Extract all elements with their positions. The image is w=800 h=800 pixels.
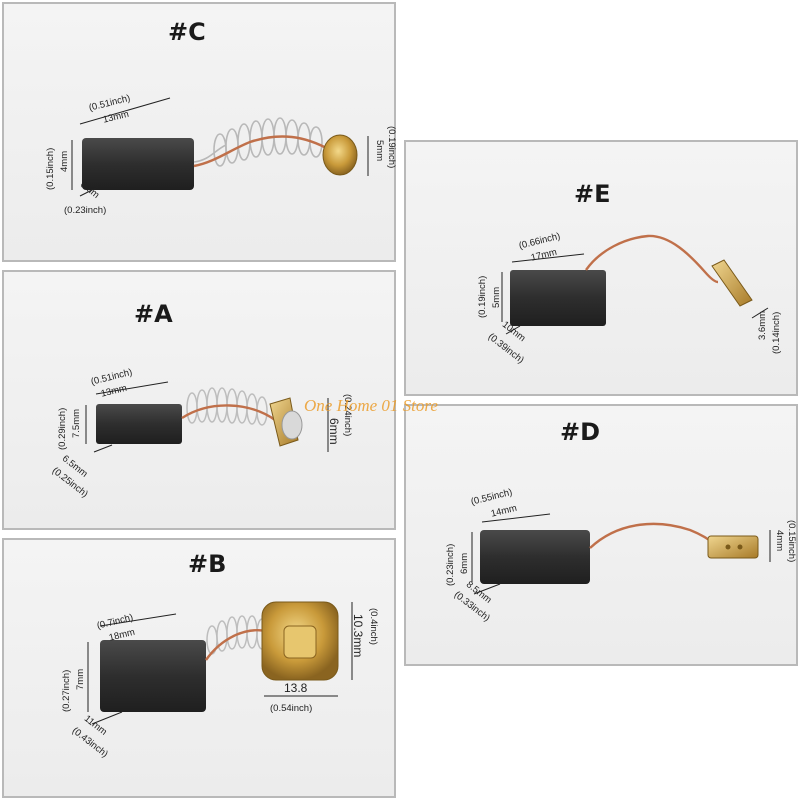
e-height-inch: (0.19inch): [477, 275, 488, 318]
e-terminal-inch: (0.14inch): [771, 311, 782, 354]
d-terminal-mm: 4mm: [774, 530, 785, 552]
b-terminal-inch: (0.4inch): [368, 608, 379, 645]
panel-d: [404, 404, 798, 666]
e-terminal-mm: 3.6mm: [757, 310, 768, 340]
store-watermark: One Home 01 Store: [304, 396, 438, 415]
panel-e: [404, 140, 798, 396]
c-height-mm: 4mm: [59, 150, 70, 172]
b-height-mm: 7mm: [75, 668, 86, 690]
d-terminal-inch: (0.15inch): [786, 520, 797, 563]
b-height-inch: (0.27inch): [61, 669, 72, 712]
label-c: #C: [168, 18, 206, 46]
brush-d: [471, 513, 771, 595]
label-a: #A: [134, 300, 173, 328]
panel-a: [2, 270, 396, 530]
b-terminal-mm: 10.3mm: [351, 614, 365, 658]
c-terminal-mm: 5mm: [374, 140, 385, 162]
brush-b: [87, 601, 353, 725]
brush-e: [501, 234, 769, 335]
label-e: #E: [574, 180, 611, 208]
label-d: #D: [560, 418, 601, 446]
label-b: #B: [188, 550, 227, 578]
d-height-mm: 6mm: [459, 552, 470, 574]
a-height-mm: 7.5mm: [71, 408, 82, 438]
a-height-inch: (0.29inch): [57, 407, 68, 450]
a-terminal-mm: 6mm: [327, 418, 341, 445]
e-height-mm: 5mm: [491, 286, 502, 308]
c-terminal-inch: (0.19inch): [386, 126, 397, 169]
panel-c: [2, 2, 396, 262]
c-width-inch: (0.23inch): [64, 205, 107, 216]
brush-a: [85, 381, 329, 453]
b-cap-mm: 13.8: [284, 681, 308, 695]
brush-c: [71, 97, 369, 197]
b-cap-inch: (0.54inch): [270, 703, 313, 714]
d-height-in: (0.23inch): [445, 543, 456, 586]
c-height-inch: (0.15inch): [45, 147, 56, 190]
